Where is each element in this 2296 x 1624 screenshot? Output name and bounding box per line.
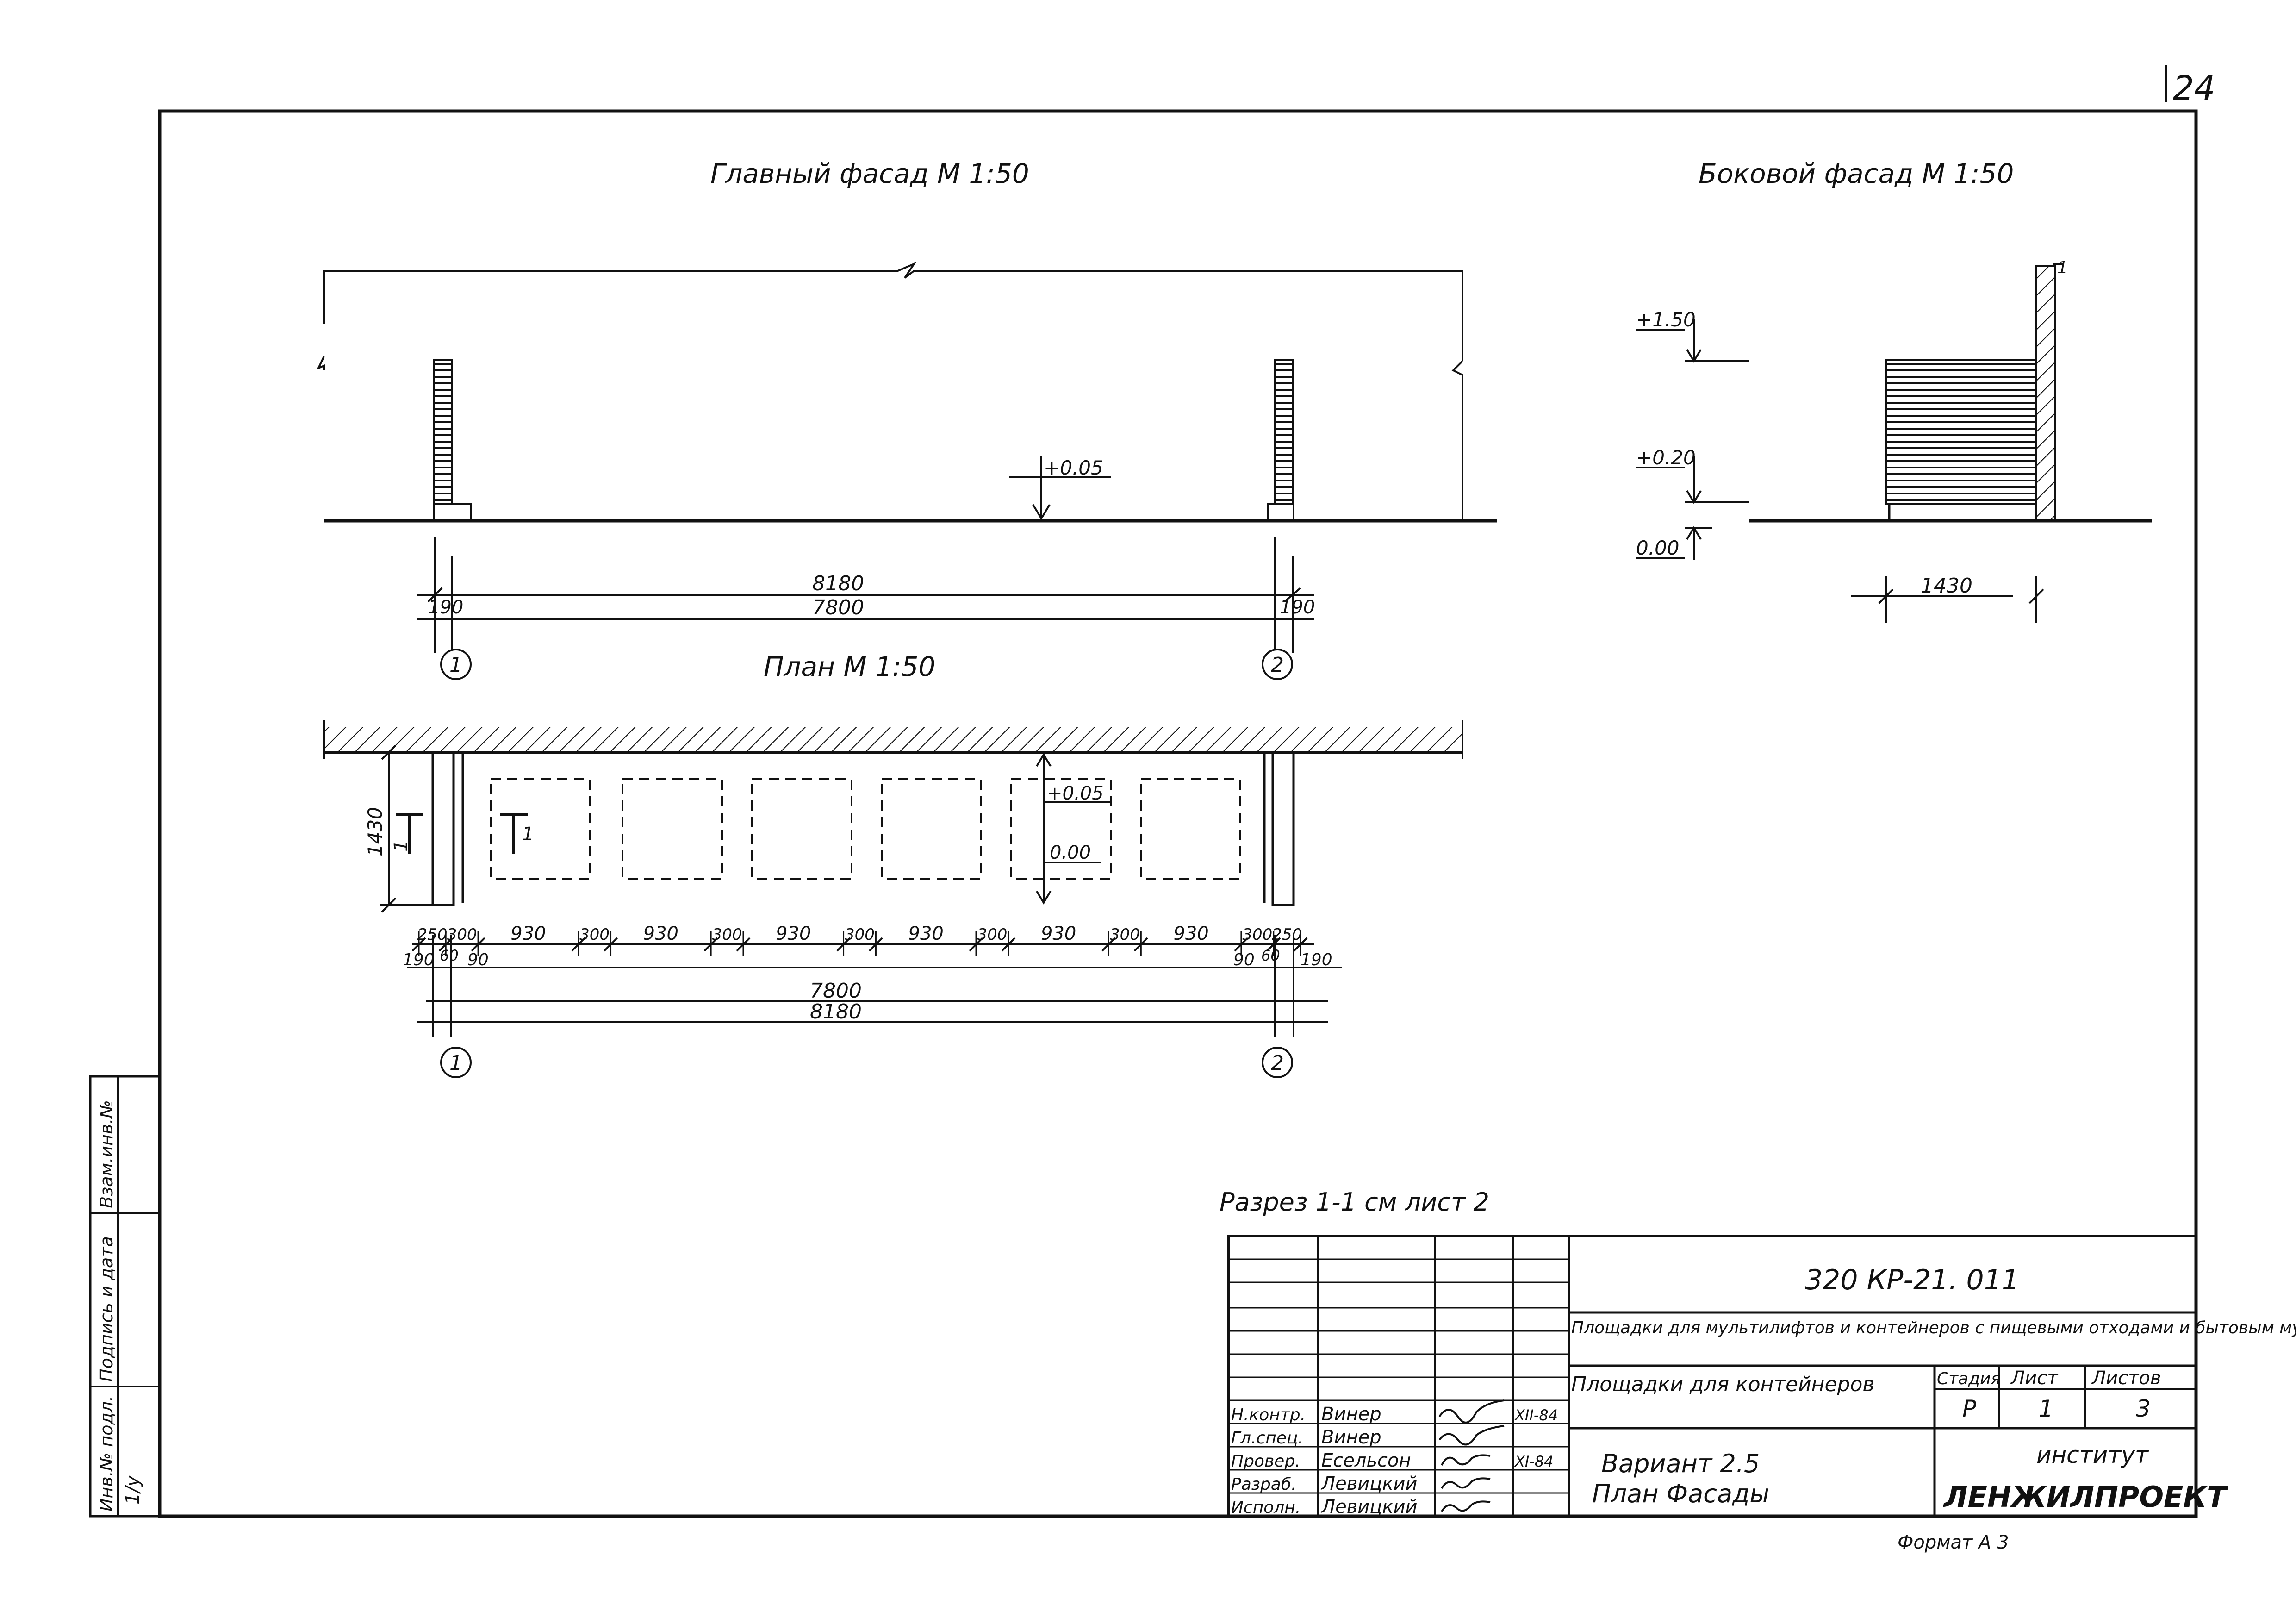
signer-role-0: Н.контр. (1231, 1405, 1306, 1424)
main-facade-dim-left: 190 (428, 597, 463, 618)
plan-chain-label: 300 (845, 925, 875, 944)
plan-axis-left: 1 (449, 1051, 462, 1075)
plan-chain-bottom-right-2: 190 (1300, 950, 1332, 969)
main-facade-title: Главный фасад М 1:50 (710, 158, 1029, 189)
plan-chain-label: 250 (1272, 925, 1302, 944)
drawing-frame (158, 109, 2198, 1518)
sheet-title: Площадки для контейнеров (1571, 1373, 1874, 1396)
sheets-value: 3 (2136, 1395, 2151, 1422)
signer-name-4: Левицкий (1320, 1496, 1418, 1518)
plan: План М 1:50 1430 1 1 (323, 651, 1463, 1078)
plan-title: План М 1:50 (764, 651, 935, 682)
side-facade-level-top: +1.50 (1636, 308, 1696, 331)
plan-chain-label: 930 (908, 923, 944, 944)
sheet-value: 1 (2039, 1395, 2053, 1422)
plan-chain-bottom-left-1: 60 (440, 947, 459, 964)
plan-chain-bottom-right-0: 90 (1233, 950, 1255, 969)
signer-role-1: Гл.спец. (1231, 1429, 1303, 1448)
content: План Фасады (1592, 1479, 1769, 1508)
plan-chain-bottom-right-1: 60 (1261, 947, 1280, 964)
plan-chain-label: 300 (1242, 925, 1272, 944)
main-facade: Главный фасад М 1:50 +0.05 8180 7800 190… (316, 158, 1497, 680)
plan-dim-overall: 8180 (810, 1000, 862, 1024)
signer-role-2: Провер. (1231, 1452, 1300, 1471)
main-facade-dim-axes: 7800 (812, 596, 864, 619)
plan-dim-depth: 1430 (364, 807, 386, 856)
sheet-label: Лист (2010, 1368, 2059, 1389)
side-facade-level-zero: 0.00 (1636, 537, 1680, 559)
side-facade: Боковой фасад М 1:50 1 +1.50 +0.20 0.00 … (1636, 158, 2152, 623)
signer-name-0: Винер (1321, 1404, 1381, 1425)
main-facade-dim-right: 190 (1280, 597, 1315, 618)
signer-name-2: Есельсон (1321, 1450, 1411, 1471)
plan-axis-right: 2 (1271, 1051, 1284, 1075)
institute-label: институт (2036, 1442, 2149, 1468)
drawing-code: 320 КР-21. 011 (1805, 1264, 2019, 1296)
signer-role-4: Исполн. (1231, 1498, 1300, 1517)
side-strip-replace: Взам.инв.№ (96, 1100, 117, 1208)
section-note: Разрез 1-1 см лист 2 (1220, 1187, 1489, 1217)
main-facade-level: +0.05 (1044, 456, 1103, 479)
plan-chain-label: 300 (1110, 925, 1140, 944)
sheets-label: Листов (2091, 1368, 2161, 1389)
signer-role-3: Разраб. (1231, 1475, 1296, 1494)
variant: Вариант 2.5 (1601, 1449, 1760, 1478)
plan-chain-bottom-left-0: 190 (403, 950, 435, 969)
plan-dim-axes: 7800 (810, 979, 862, 1003)
plan-chain-label: 300 (579, 925, 610, 944)
plan-chain-label: 930 (776, 923, 811, 944)
institute: ЛЕНЖИЛПРОЕКТ (1943, 1480, 2228, 1514)
side-strip: Инв.№ подл. Подпись и дата Взам.инв.№ 1/… (89, 1075, 161, 1518)
side-strip-inv: Инв.№ подл. (96, 1396, 117, 1512)
side-facade-dim-depth: 1430 (1921, 574, 1972, 598)
plan-chain-label: 930 (510, 923, 546, 944)
stage-label: Стадия (1937, 1369, 2001, 1388)
signer-date-0: XII-84 (1514, 1406, 1558, 1424)
main-facade-axis-left: 1 (449, 653, 462, 677)
plan-section-inner: 1 (522, 824, 534, 845)
plan-chain-bottom-left-2: 90 (467, 950, 489, 969)
project-title: Площадки для мультилифтов и контейнеров … (1571, 1318, 2296, 1337)
sheet-number: 24 (2173, 69, 2215, 107)
plan-level-top: +0.05 (1047, 783, 1104, 804)
main-facade-axis-right: 2 (1271, 653, 1284, 677)
plan-section-left: 1 (391, 840, 412, 852)
side-strip-sign: Подпись и дата (96, 1236, 117, 1382)
plan-chain-label: 930 (1041, 923, 1076, 944)
plan-chain-label: 300 (712, 925, 742, 944)
side-facade-title: Боковой фасад М 1:50 (1699, 158, 2014, 189)
plan-chain-label: 930 (1173, 923, 1208, 944)
main-facade-dim-overall: 8180 (812, 572, 864, 595)
side-facade-section: 1 (2057, 258, 2068, 277)
plan-level-bottom: 0.00 (1050, 842, 1091, 863)
signer-date-2: XI-84 (1514, 1453, 1554, 1470)
sheet-format: Формат А 3 (1898, 1532, 2009, 1553)
signer-name-1: Винер (1321, 1427, 1381, 1448)
stage-value: Р (1962, 1395, 1977, 1422)
side-strip-inv-value: 1/у (122, 1475, 143, 1505)
signer-name-3: Левицкий (1320, 1473, 1418, 1494)
side-facade-level-mid: +0.20 (1636, 446, 1696, 469)
title-block: Н.контр. Винер XII-84 Гл.спец. Винер Про… (1227, 1235, 2296, 1518)
plan-chain-label: 930 (643, 923, 678, 944)
plan-chain-label: 300 (977, 925, 1007, 944)
